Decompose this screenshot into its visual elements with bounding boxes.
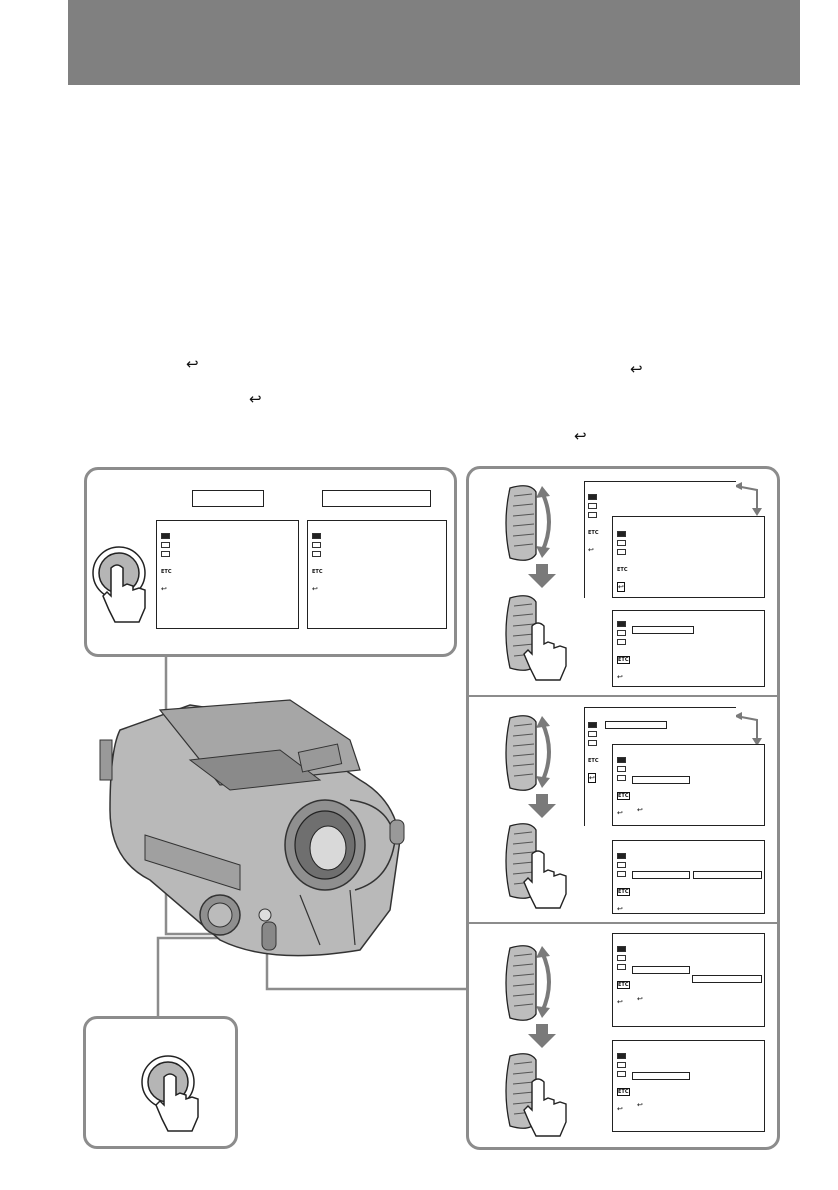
tape-menu-icon — [617, 955, 626, 961]
return-arrow-icon: ↩ — [249, 390, 262, 408]
camera-menu-icon — [588, 722, 597, 728]
menu-screen: ETC ↩ — [307, 520, 447, 629]
return-arrow-icon: ↩ — [637, 806, 643, 814]
menu-screen: ETC ↩ ↩ — [612, 933, 765, 1027]
tape-menu-icon — [588, 731, 597, 737]
tape-menu-icon — [161, 542, 170, 548]
highlight-bar — [632, 966, 690, 974]
menu-screen: ETC ↩ — [612, 516, 765, 598]
etc-menu-icon: ETC — [617, 656, 630, 664]
highlight-bar — [692, 975, 762, 983]
tape-menu-icon — [617, 1062, 626, 1068]
tape-menu-icon — [312, 542, 321, 548]
etc-menu-icon: ETC — [617, 792, 630, 800]
screen-label-box — [322, 490, 431, 507]
tape-menu-icon — [617, 862, 626, 868]
etc-menu-icon: ETC — [588, 530, 599, 536]
return-arrow-icon: ↩ — [312, 585, 318, 593]
etc-menu-icon: ETC — [161, 569, 172, 575]
camera-menu-icon — [161, 533, 170, 539]
etc-menu-icon: ETC — [588, 758, 599, 764]
header-bar — [68, 0, 800, 85]
setup-menu-icon — [161, 551, 170, 557]
setup-menu-icon — [312, 551, 321, 557]
setup-menu-icon — [617, 1071, 626, 1077]
menu-screen: ETC ↩ — [612, 610, 765, 687]
camera-menu-icon — [312, 533, 321, 539]
tape-menu-icon — [588, 503, 597, 509]
highlight-bar — [693, 871, 762, 879]
setup-menu-icon — [617, 639, 626, 645]
return-arrow-icon: ↩ — [617, 998, 623, 1006]
step-divider — [469, 922, 777, 924]
tape-menu-icon — [617, 766, 626, 772]
return-arrow-icon: ↩ — [637, 995, 643, 1003]
highlight-bar — [632, 626, 694, 634]
tape-menu-icon — [617, 540, 626, 546]
menu-button-press-illustration — [92, 546, 146, 623]
return-arrow-icon: ↩ — [617, 809, 623, 817]
menu-screen: ETC ↩ ↩ — [612, 1040, 765, 1132]
return-arrow-icon: ↩ — [617, 673, 623, 681]
camera-menu-icon — [617, 1053, 626, 1059]
return-arrow-icon: ↩ — [617, 905, 623, 913]
camera-menu-icon — [617, 531, 626, 537]
return-arrow-icon: ↩ — [637, 1101, 643, 1109]
return-arrow-icon: ↩ — [617, 1105, 623, 1113]
setup-menu-icon — [617, 964, 626, 970]
setup-menu-icon — [617, 871, 626, 877]
setup-menu-icon — [588, 740, 597, 746]
highlight-bar — [632, 776, 690, 784]
setup-menu-icon — [617, 549, 626, 555]
highlight-bar — [605, 721, 667, 729]
etc-menu-icon: ETC — [617, 981, 630, 989]
setup-menu-icon — [588, 512, 597, 518]
return-arrow-icon: ↩ — [588, 546, 594, 554]
camcorder-illustration — [99, 699, 405, 957]
menu-screen: ETC ↩ — [156, 520, 299, 629]
return-arrow-icon: ↩ — [186, 355, 199, 373]
camera-menu-icon — [617, 853, 626, 859]
etc-menu-icon: ETC — [312, 569, 323, 575]
etc-menu-icon: ETC — [617, 888, 630, 896]
highlight-bar — [632, 871, 690, 879]
highlight-bar — [632, 1072, 690, 1080]
execute-button-press-illustration — [141, 1055, 199, 1132]
return-arrow-icon: ↩ — [630, 360, 643, 378]
etc-menu-icon: ETC — [617, 567, 628, 573]
tape-menu-icon — [617, 630, 626, 636]
etc-menu-icon: ETC — [617, 1088, 630, 1096]
setup-menu-icon — [617, 775, 626, 781]
screen-label-box — [192, 490, 264, 507]
execute-button-panel — [83, 1016, 238, 1149]
return-arrow-icon: ↩ — [588, 773, 596, 783]
camera-menu-icon — [588, 494, 597, 500]
step-divider — [469, 695, 777, 697]
return-arrow-icon: ↩ — [161, 585, 167, 593]
return-arrow-icon: ↩ — [617, 582, 625, 592]
camera-menu-icon — [617, 621, 626, 627]
return-arrow-icon: ↩ — [574, 427, 587, 445]
menu-screen: ETC ↩ ↩ — [612, 744, 765, 826]
camera-menu-icon — [617, 757, 626, 763]
control-dial-illustrations — [505, 482, 762, 1137]
camera-menu-icon — [617, 946, 626, 952]
menu-button-panel: ETC ↩ ETC ↩ — [84, 467, 457, 657]
menu-screen: ETC ↩ — [612, 840, 765, 914]
